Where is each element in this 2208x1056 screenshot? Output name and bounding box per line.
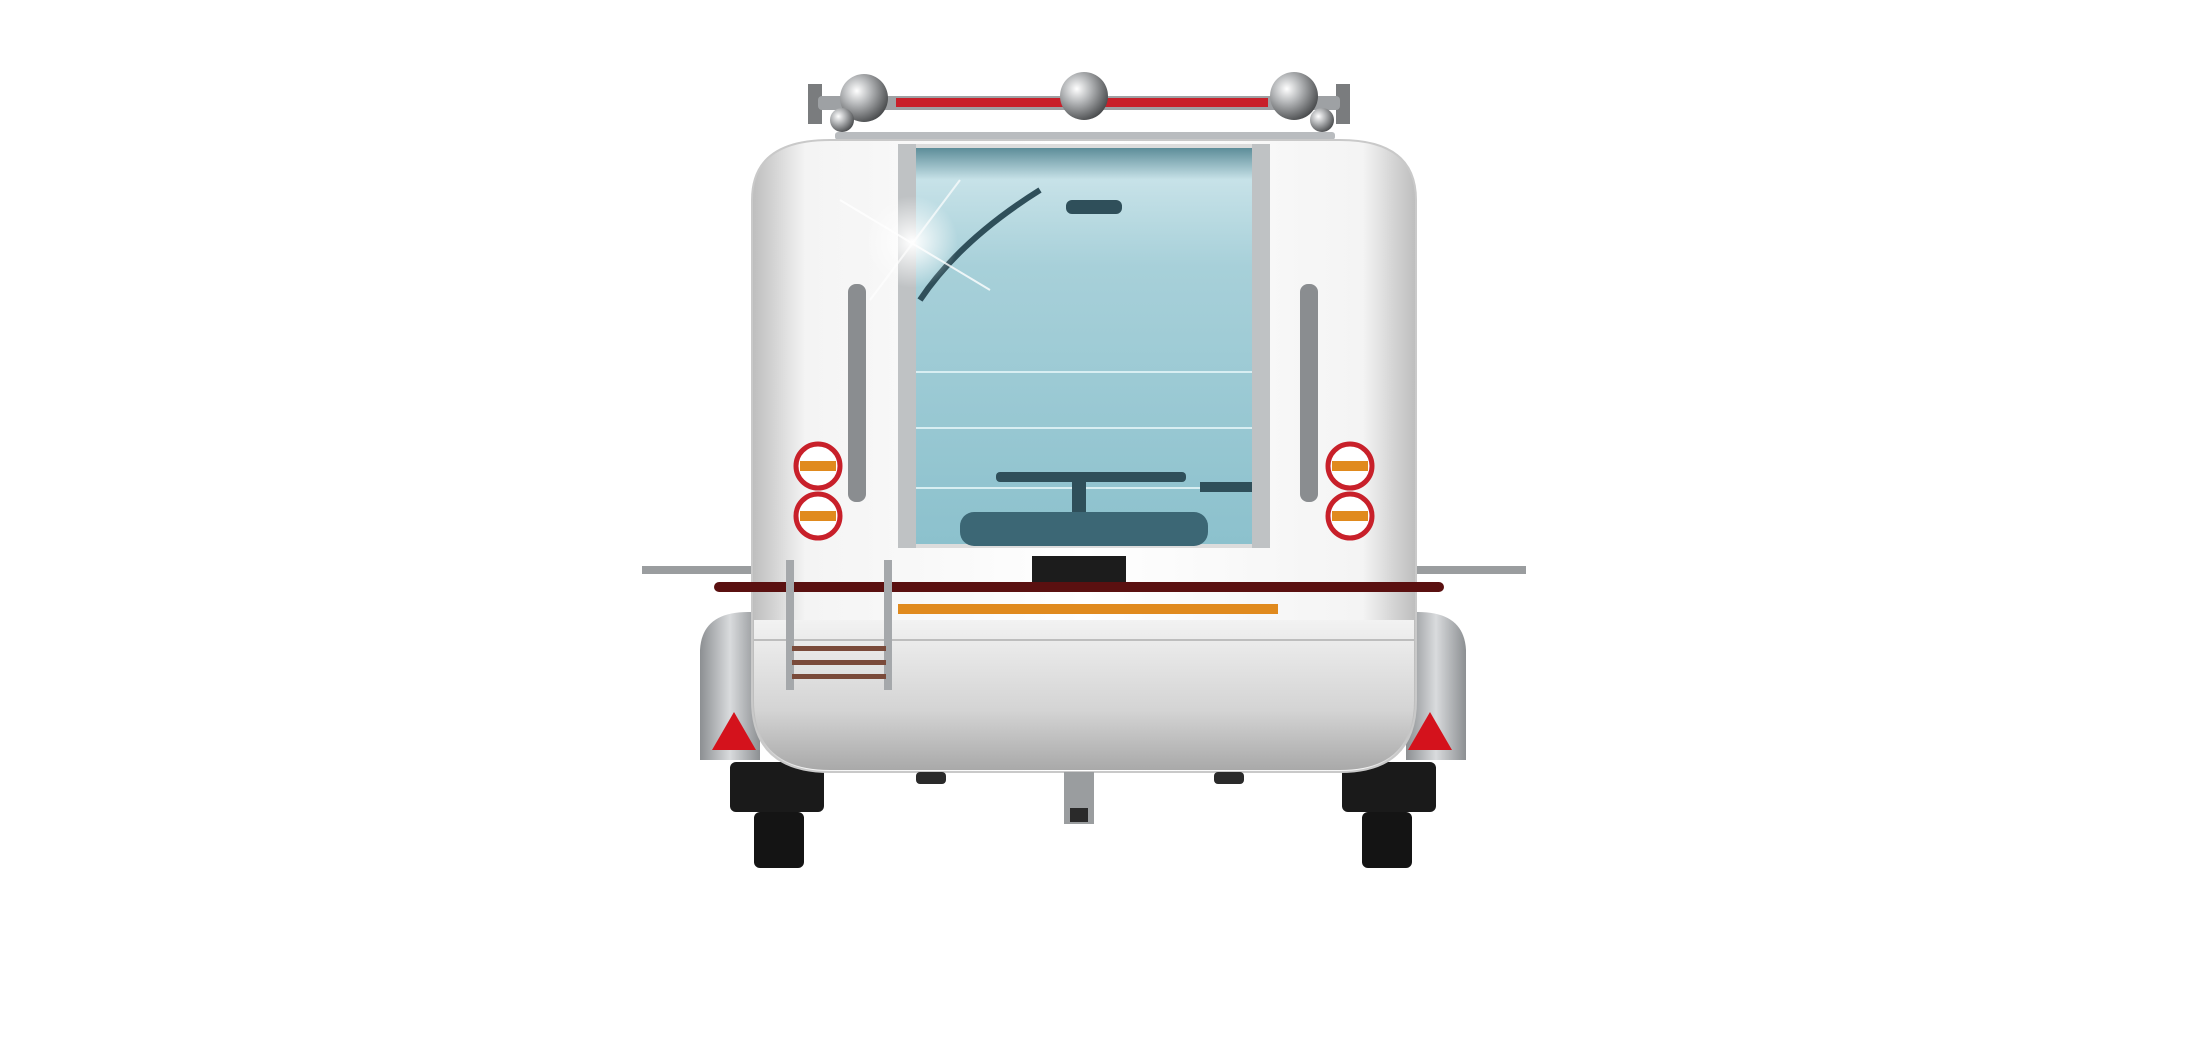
reflector-triangles xyxy=(712,712,1452,750)
tail-lights xyxy=(793,441,1375,541)
tow-hitch xyxy=(916,772,1244,824)
wheel-fenders xyxy=(700,612,1466,760)
door-handles xyxy=(848,284,1318,502)
light-flare xyxy=(839,179,991,301)
roof-rack xyxy=(808,72,1350,140)
rear-window xyxy=(898,144,1270,548)
side-plates xyxy=(642,566,1526,574)
wheels xyxy=(730,762,1436,868)
bumper xyxy=(714,556,1444,614)
rear-ladder xyxy=(786,560,892,690)
